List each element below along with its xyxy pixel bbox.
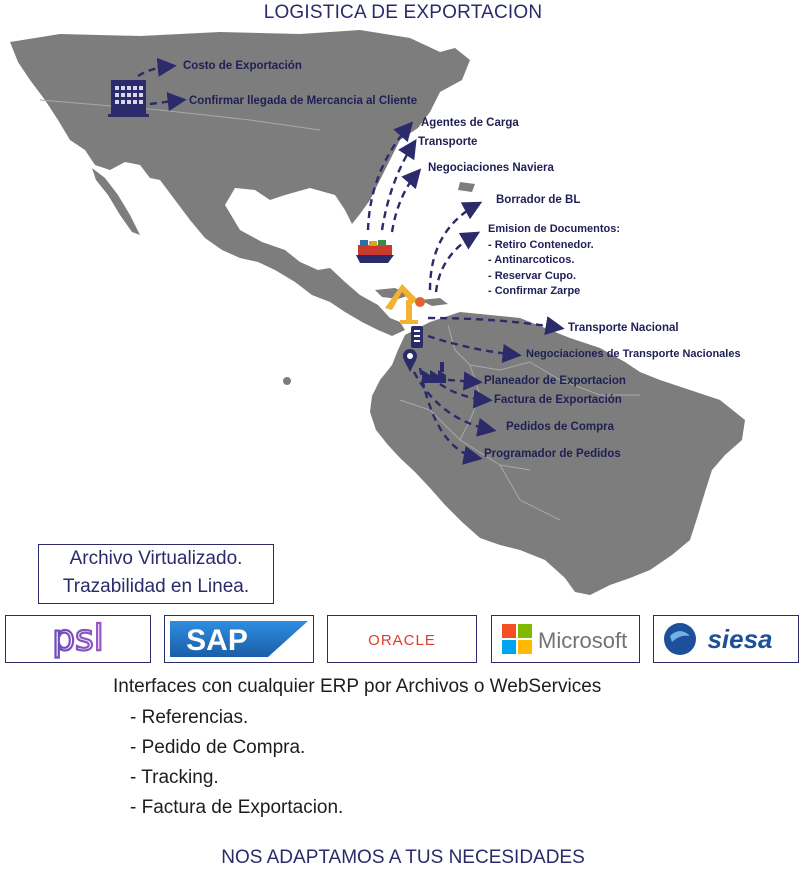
oracle-logo: ORACLE [327,615,477,663]
interfaces-item: - Pedido de Compra. [130,737,306,758]
interfaces-item: - Referencias. [130,707,249,728]
label-transporte-nacional: Transporte Nacional [568,322,679,334]
emision-title: Emision de Documentos: [488,223,621,235]
page-title: LOGISTICA DE EXPORTACION [263,2,543,23]
emision-item: - Antinarcoticos. [488,254,575,266]
port-crane-icon [385,284,425,324]
interfaces-list: - Referencias. - Pedido de Compra. - Tra… [130,703,343,823]
container-tower-icon [411,326,423,348]
emision-documentos: Emision de Documentos: - Retiro Contened… [488,222,620,300]
caribbean-islands [375,288,410,299]
archivo-box: Archivo Virtualizado. Trazabilidad en Li… [38,544,274,604]
psl-wordmark: psl [52,618,104,659]
emision-item: - Retiro Contenedor. [488,238,594,251]
oracle-wordmark: ORACLE [368,632,436,649]
label-transporte: Transporte [418,136,478,148]
sap-logo: SAP [164,615,314,663]
interfaces-heading: Interfaces con cualquier ERP por Archivo… [113,676,602,697]
label-pedidos-compra: Pedidos de Compra [506,421,614,433]
interfaces-item: - Factura de Exportacion. [130,797,344,818]
emision-item: - Confirmar Zarpe [488,285,581,297]
label-negociaciones-nacionales: Negociaciones de Transporte Nacionales [526,348,741,360]
label-programador: Programador de Pedidos [484,448,621,460]
label-negociaciones-naviera: Negociaciones Naviera [428,162,554,174]
footer-slogan: NOS ADAPTAMOS A TUS NECESIDADES [221,847,585,868]
microsoft-wordmark: Microsoft [538,628,627,653]
psl-logo: psl [5,615,151,663]
cargo-ship-icon [356,240,394,263]
label-confirmar-llegada: Confirmar llegada de Mercancia al Client… [189,95,418,107]
label-factura: Factura de Exportación [494,394,622,406]
siesa-wordmark: siesa [707,624,772,654]
factory-icon [422,362,446,383]
archivo-line2: Trazabilidad en Linea. [62,576,250,597]
label-agentes-carga: Agentes de Carga [421,117,519,129]
sap-wordmark: SAP [186,624,248,657]
archivo-line1: Archivo Virtualizado. [69,548,243,569]
microsoft-logo: Microsoft [491,615,640,663]
baja-peninsula [92,168,140,235]
label-planeador: Planeador de Exportacion [484,375,626,387]
location-pin-icon [403,349,417,372]
emision-item: - Reservar Cupo. [488,269,577,282]
label-costo-exportacion: Costo de Exportación [183,60,302,72]
siesa-logo: siesa [653,615,799,663]
office-building-icon [108,80,149,117]
interfaces-item: - Tracking. [130,767,219,788]
label-borrador-bl: Borrador de BL [496,194,581,206]
